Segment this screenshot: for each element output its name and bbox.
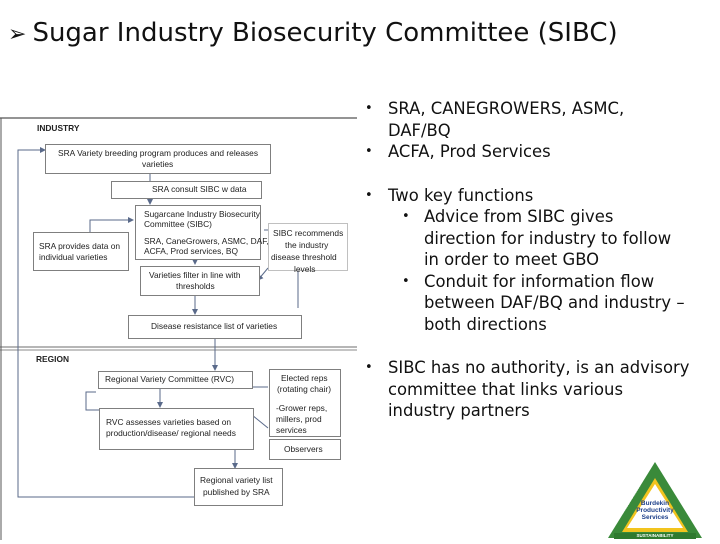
sra-breeding-line-1: SRA Variety breeding program produces an… xyxy=(58,148,259,158)
sra-provides-line-2: individual varieties xyxy=(39,252,108,262)
slide-title: ➢Sugar Industry Biosecurity Committee (S… xyxy=(8,16,618,52)
logo-name-line-3: Services xyxy=(641,514,669,521)
varieties-filter-box: Varieties filter in line with thresholds xyxy=(140,266,260,296)
sibc-recommends-line-2: the industry xyxy=(285,240,329,250)
elected-line-4: millers, prod xyxy=(276,414,322,424)
varieties-filter-line-1: Varieties filter in line with xyxy=(149,270,241,280)
elected-reps-box: Elected reps (rotating chair) -Grower re… xyxy=(269,369,341,437)
bullet-text: ACFA, Prod Services xyxy=(388,142,551,161)
sibc-box-line-3: SRA, CaneGrowers, ASMC, DAF, xyxy=(144,236,269,246)
elected-line-5: services xyxy=(276,425,307,435)
sub-bullet-conduit: Conduit for information flow between DAF… xyxy=(364,271,714,336)
rvc-assesses-line-2: production/disease/ regional needs xyxy=(106,428,236,438)
rvc-text: Regional Variety Committee (RVC) xyxy=(105,374,235,384)
bullet-text: Advice from SIBC gives xyxy=(424,207,614,226)
sra-provides-line-1: SRA provides data on xyxy=(39,241,121,251)
sra-provides-box: SRA provides data on individual varietie… xyxy=(33,232,129,271)
bullet-text: between DAF/BQ and industry – xyxy=(424,293,685,312)
regional-list-line-2: published by SRA xyxy=(203,487,270,497)
regional-list-line-1: Regional variety list xyxy=(200,475,273,485)
rvc-assesses-box: RVC assesses varieties based on producti… xyxy=(99,408,254,450)
elected-line-3: -Grower reps, xyxy=(276,403,328,413)
bullet-text: both directions xyxy=(424,314,547,334)
sra-consult-text: SRA consult SIBC w data xyxy=(152,184,247,194)
sibc-box-line-2: Committee (SIBC) xyxy=(144,219,212,229)
bullet-text: SIBC has no authority, is an advisory xyxy=(388,358,690,377)
bullet-text: industry partners xyxy=(388,401,530,420)
bullet-text: direction for industry to follow xyxy=(424,228,672,248)
sibc-box: Sugarcane Industry Biosecurity Committee… xyxy=(135,205,269,260)
elected-line-1: Elected reps xyxy=(281,373,328,383)
regional-list-box: Regional variety list published by SRA xyxy=(194,468,283,506)
observers-text: Observers xyxy=(284,444,323,454)
sibc-box-line-4: ACFA, Prod services, BQ xyxy=(144,246,239,256)
bullet-members: SRA, CANEGROWERS, ASMC, DAF/BQ xyxy=(364,98,714,141)
industry-section-label: INDUSTRY xyxy=(37,123,80,133)
slide-title-text: Sugar Industry Biosecurity Committee (SI… xyxy=(32,18,618,48)
bullet-list: SRA, CANEGROWERS, ASMC, DAF/BQ ACFA, Pro… xyxy=(364,98,714,422)
bullet-text: SRA, CANEGROWERS, ASMC, xyxy=(388,99,625,118)
sibc-recommends-line-4: levels xyxy=(294,264,316,274)
logo-name-line-2: Productivity xyxy=(636,507,674,514)
sub-bullet-advice: Advice from SIBC gives direction for ind… xyxy=(364,206,714,271)
sibc-box-line-1: Sugarcane Industry Biosecurity xyxy=(144,209,260,219)
sibc-recommends-line-3: disease threshold xyxy=(271,252,337,262)
sra-consult-box: SRA consult SIBC w data xyxy=(111,181,262,199)
rvc-assesses-line-1: RVC assesses varieties based on xyxy=(106,417,232,427)
sra-breeding-line-2: varieties xyxy=(142,159,174,169)
rvc-box: Regional Variety Committee (RVC) xyxy=(98,371,253,389)
region-section-label: REGION xyxy=(36,354,70,364)
bullet-no-authority: SIBC has no authority, is an advisory co… xyxy=(364,357,714,422)
bullet-key-functions: Two key functions xyxy=(364,185,714,207)
logo-ring-bottom: SUSTAINABILITY xyxy=(636,533,674,538)
varieties-filter-line-2: thresholds xyxy=(176,281,215,291)
bullet-text: committee that links various xyxy=(388,379,623,399)
arrow-bullet-icon: ➢ xyxy=(8,22,27,47)
burdekin-productivity-services-logo: Burdekin Productivity Services PRODUCTIV… xyxy=(606,460,704,540)
logo-name-line-1: Burdekin xyxy=(640,500,670,507)
bullet-text: DAF/BQ xyxy=(388,120,451,140)
sibc-recommends-box: SIBC recommends the industry disease thr… xyxy=(268,223,348,271)
bullet-text: in order to meet GBO xyxy=(424,250,600,269)
sibc-flow-diagram: INDUSTRY SRA Variety breeding program pr… xyxy=(0,110,357,540)
disease-list-box: Disease resistance list of varieties xyxy=(128,315,302,339)
observers-box: Observers xyxy=(269,439,341,460)
bullet-acfa: ACFA, Prod Services xyxy=(364,141,714,163)
logo-triangle-icon xyxy=(608,462,702,539)
bullet-text: Two key functions xyxy=(388,185,534,205)
disease-list-text: Disease resistance list of varieties xyxy=(151,321,278,331)
sra-breeding-box: SRA Variety breeding program produces an… xyxy=(45,144,271,174)
bullet-text: Conduit for information flow xyxy=(424,271,655,291)
elected-line-2: (rotating chair) xyxy=(277,384,331,394)
sibc-recommends-line-1: SIBC recommends xyxy=(273,228,344,238)
